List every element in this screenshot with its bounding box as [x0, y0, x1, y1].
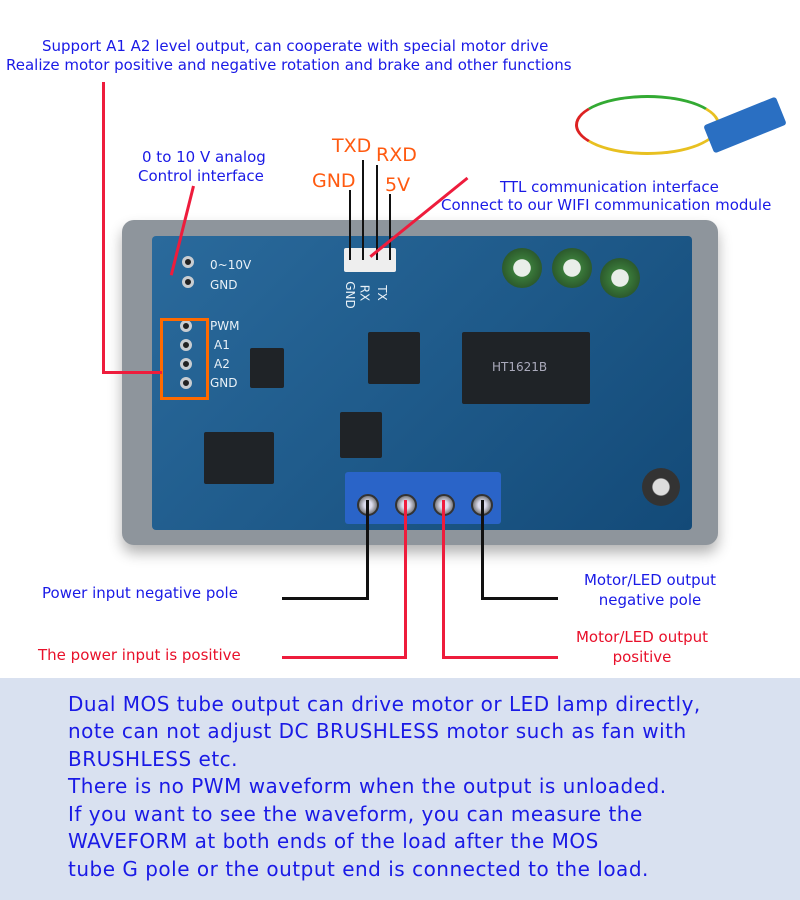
- silk-gnd2: GND: [210, 376, 238, 390]
- motor-negative-label-2: negative pole: [598, 591, 702, 609]
- txd-label: TXD: [332, 135, 372, 157]
- lcd-driver-chip: HT1621B: [462, 332, 590, 404]
- pin: [180, 377, 192, 389]
- silk-a2: A2: [214, 357, 230, 371]
- note-line: tube G pole or the output end is connect…: [68, 857, 649, 881]
- pin: [180, 320, 192, 332]
- regulator: [340, 412, 382, 458]
- pin: [182, 256, 194, 268]
- note-line: There is no PWM waveform when the output…: [68, 774, 667, 798]
- gnd-label: GND: [312, 170, 356, 192]
- leader-line: [349, 190, 351, 260]
- leader-line: [376, 165, 378, 260]
- ttl-label-line2: Connect to our WIFI communication module: [441, 196, 772, 214]
- silk-pwm: PWM: [210, 319, 240, 333]
- silk-0-10v: 0~10V: [210, 258, 252, 272]
- silk-gnd3: GND: [342, 281, 357, 309]
- analog-label-line2: Control interface: [138, 167, 264, 185]
- leader-line: [389, 194, 391, 260]
- leader-line: [442, 500, 445, 659]
- capacitor: [600, 258, 640, 298]
- capacitor: [552, 248, 592, 288]
- feature-note-line1: Support A1 A2 level output, can cooperat…: [42, 37, 549, 55]
- leader-line: [404, 500, 407, 659]
- note-line: WAVEFORM at both ends of the load after …: [68, 829, 599, 853]
- leader-line: [282, 656, 407, 659]
- leader-line: [102, 82, 105, 374]
- chip: [250, 348, 284, 388]
- feature-note-line2: Realize motor positive and negative rota…: [6, 56, 572, 74]
- cable-image: [575, 95, 720, 155]
- motor-positive-label-2: positive: [612, 648, 672, 666]
- mcu-chip: [368, 332, 420, 384]
- motor-negative-label-1: Motor/LED output: [583, 571, 717, 589]
- note-line: Dual MOS tube output can drive motor or …: [68, 692, 701, 716]
- ttl-connector: [344, 248, 396, 272]
- pin: [182, 276, 194, 288]
- leader-line: [481, 500, 484, 600]
- wifi-board-image: [703, 96, 787, 154]
- terminal-block: [345, 472, 501, 524]
- chip-label: HT1621B: [492, 360, 548, 374]
- notes-panel: [0, 678, 800, 900]
- leader-line: [102, 371, 162, 374]
- leader-line: [362, 160, 364, 260]
- pin: [180, 358, 192, 370]
- ttl-label-line1: TTL communication interface: [500, 178, 719, 196]
- capacitor: [502, 248, 542, 288]
- mosfet: [234, 432, 274, 484]
- silk-a1: A1: [214, 338, 230, 352]
- pin: [180, 339, 192, 351]
- motor-positive-label-1: Motor/LED output: [575, 628, 709, 646]
- silk-rx: RX: [357, 284, 372, 302]
- leader-line: [282, 597, 369, 600]
- pwm-pins-highlight: [160, 318, 209, 400]
- capacitor: [642, 468, 680, 506]
- 5v-label: 5V: [385, 174, 411, 196]
- rxd-label: RXD: [376, 144, 417, 166]
- leader-line: [481, 597, 558, 600]
- leader-line: [366, 500, 369, 600]
- power-negative-label: Power input negative pole: [42, 584, 238, 602]
- silk-gnd: GND: [210, 278, 238, 292]
- note-line: If you want to see the waveform, you can…: [68, 802, 643, 826]
- power-positive-label: The power input is positive: [38, 646, 241, 664]
- note-line: note can not adjust DC BRUSHLESS motor s…: [68, 719, 687, 743]
- analog-label-line1: 0 to 10 V analog: [142, 148, 266, 166]
- leader-line: [442, 656, 558, 659]
- note-line: BRUSHLESS etc.: [68, 747, 239, 771]
- silk-tx: TX: [374, 285, 389, 301]
